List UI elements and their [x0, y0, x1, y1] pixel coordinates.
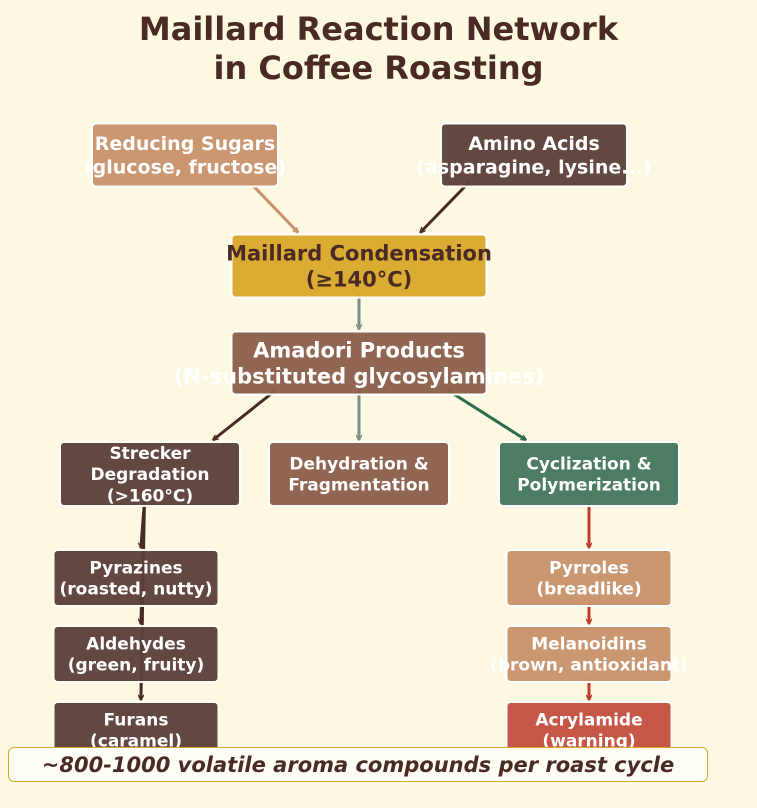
node-amino: Amino Acids(asparagine, lysine...) [416, 122, 652, 188]
node-label: (warning) [542, 732, 635, 752]
node-label: Amino Acids [468, 133, 600, 155]
node-label: Degradation [90, 465, 209, 485]
node-box [498, 441, 680, 507]
node-cyclization: Cyclization &Polymerization [498, 441, 680, 507]
node-furans: Furans(caramel) [52, 701, 220, 759]
title-line-1: Maillard Reaction Network [138, 10, 619, 48]
node-label: Pyrazines [89, 558, 182, 578]
node-label: Cyclization & [526, 454, 651, 474]
node-box [505, 625, 673, 683]
node-box [59, 441, 241, 507]
node-box [505, 549, 673, 607]
node-label: (>160°C) [107, 486, 193, 506]
node-box [440, 122, 628, 188]
footer-note: ~800-1000 volatile aroma compounds per r… [8, 747, 708, 782]
node-label: Fragmentation [288, 476, 429, 496]
node-label: (brown, antioxidant) [490, 656, 688, 676]
edge-sugars-to-condensation [249, 181, 298, 233]
node-melanoidins: Melanoidins(brown, antioxidant) [490, 625, 688, 683]
node-label: Strecker [109, 444, 191, 464]
node-label: (glucose, fructose) [84, 157, 286, 179]
node-dehydration: Dehydration &Fragmentation [268, 441, 450, 507]
node-box [52, 549, 220, 607]
node-label: Polymerization [517, 476, 661, 496]
node-label: Amadori Products [253, 338, 465, 362]
node-box [91, 122, 279, 188]
edge-amino-to-condensation [420, 181, 470, 233]
node-label: (≥140°C) [306, 268, 413, 292]
node-box [268, 441, 450, 507]
node-label: Pyrroles [549, 558, 629, 578]
node-label: Acrylamide [535, 710, 642, 730]
node-label: (breadlike) [536, 580, 641, 600]
node-label: (caramel) [90, 732, 182, 752]
title-line-2: in Coffee Roasting [213, 49, 544, 87]
node-label: Aldehydes [86, 634, 186, 654]
node-label: (N-substituted glycosylamines) [174, 365, 544, 389]
node-box [230, 330, 488, 396]
node-amadori: Amadori Products (N-substituted glycosyla… [174, 330, 544, 396]
node-label: (roasted, nutty) [60, 580, 213, 600]
node-pyrazines: Pyrazines(roasted, nutty) [52, 549, 220, 607]
node-box [52, 625, 220, 683]
edge-amadori-to-cyclization [447, 389, 526, 442]
node-label: Furans [104, 710, 169, 730]
node-label: Dehydration & [289, 454, 429, 474]
node-aldehydes: Aldehydes(green, fruity) [52, 625, 220, 683]
node-pyrroles: Pyrroles(breadlike) [505, 549, 673, 607]
node-label: (green, fruity) [68, 656, 205, 676]
node-label: Melanoidins [531, 634, 647, 654]
node-box [230, 233, 488, 299]
node-label: Reducing Sugars [95, 133, 275, 155]
node-condensation: Maillard Condensation (≥140°C) [226, 233, 492, 299]
node-acrylamide: Acrylamide(warning) [505, 701, 673, 759]
node-label: Maillard Condensation [226, 241, 492, 265]
node-label: (asparagine, lysine...) [416, 157, 651, 179]
node-sugars: Reducing Sugars(glucose, fructose) [84, 122, 286, 188]
diagram-title: Maillard Reaction Network in Coffee Roas… [0, 10, 757, 88]
edge-amadori-to-strecker [213, 389, 277, 441]
